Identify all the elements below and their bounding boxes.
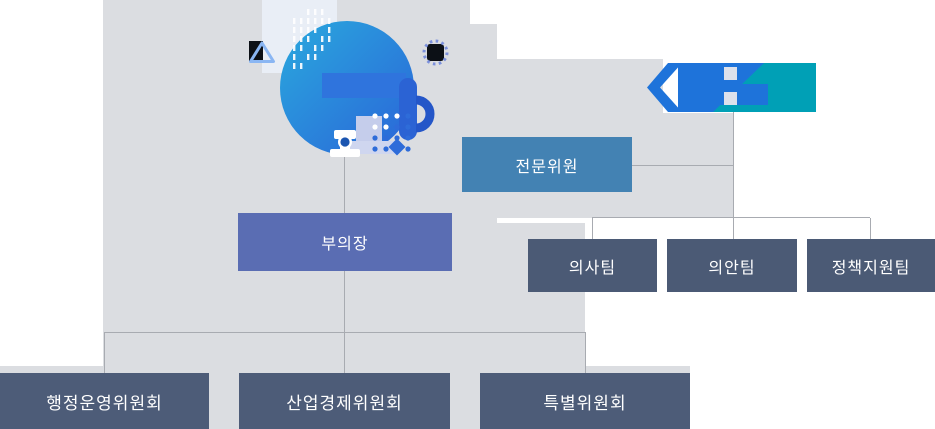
connector-stub-proceedings-team bbox=[592, 218, 593, 239]
connector-committees-distributor bbox=[104, 332, 586, 333]
background-panel-step bbox=[470, 24, 497, 429]
connector-teams-distributor bbox=[592, 217, 870, 218]
node-special-committee: 특별위원회 bbox=[480, 373, 690, 429]
node-vice-chairman: 부의장 bbox=[238, 213, 452, 271]
pale-blue-rect bbox=[262, 0, 337, 73]
node-policy-support-team: 정책지원팀 bbox=[807, 239, 935, 292]
node-expert-advisor: 전문위원 bbox=[462, 137, 632, 192]
node-admin-operations-committee: 행정운영위원회 bbox=[0, 373, 209, 429]
connector-circle-to-vicechair bbox=[344, 156, 345, 213]
node-proceedings-team: 의사팀 bbox=[528, 239, 657, 292]
background-panel-right-upper bbox=[497, 59, 663, 113]
node-bills-team: 의안팀 bbox=[667, 239, 797, 292]
connector-stub-policy-team bbox=[870, 218, 871, 239]
connector-vicechair-to-committees bbox=[344, 271, 345, 373]
connector-expert-branch bbox=[632, 165, 733, 166]
connector-stub-admin-committee bbox=[104, 333, 105, 373]
ribbon-banner-icon bbox=[647, 63, 816, 112]
connector-ribbon-to-teams bbox=[733, 112, 734, 239]
connector-stub-special-committee bbox=[585, 333, 586, 373]
background-base-band bbox=[0, 366, 690, 373]
node-industry-economy-committee: 산업경제위원회 bbox=[239, 373, 450, 429]
